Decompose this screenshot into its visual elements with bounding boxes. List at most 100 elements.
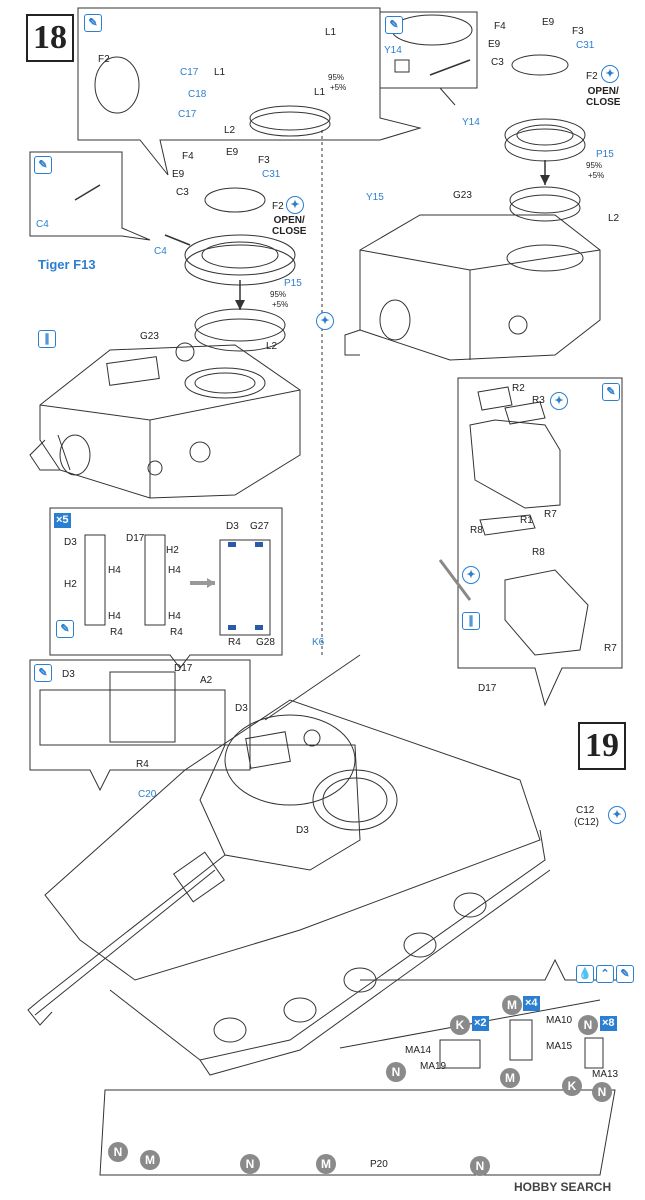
part-label: C17	[180, 67, 199, 78]
part-label: D17	[126, 533, 145, 544]
cut-icon: ⌃	[596, 965, 614, 983]
tank-hull	[44, 699, 541, 981]
part-label: R1	[520, 515, 533, 526]
qty-badge: ×4	[523, 996, 540, 1011]
sprue-marker-m: M	[500, 1068, 520, 1088]
part-label: H4	[168, 611, 181, 622]
callout-box-tracks	[49, 507, 283, 669]
part-label: R7	[604, 643, 617, 654]
part-label: C4	[154, 246, 167, 257]
sprue-marker-k: K	[450, 1015, 470, 1035]
part-label: Y15	[366, 192, 384, 203]
sprue-marker-n: N	[108, 1142, 128, 1162]
callout-box-top	[77, 7, 422, 176]
rotate-icon: ✦	[550, 392, 568, 410]
step-number-19: 19	[578, 722, 626, 770]
part-label: C3	[491, 57, 504, 68]
rotate-icon: ✦	[286, 196, 304, 214]
paint-ratio: +5%	[330, 83, 347, 92]
part-label: A2	[200, 675, 213, 686]
rotate-icon: ✦	[462, 566, 480, 584]
paint-icon: ✎	[616, 965, 634, 983]
part-label: L2	[266, 341, 278, 352]
part-label: MA10	[546, 1015, 573, 1026]
part-label: H2	[64, 579, 77, 590]
part-label: C3	[176, 187, 189, 198]
variant-title: Tiger F13	[38, 257, 96, 272]
part-label: H2	[166, 545, 179, 556]
part-label: G23	[140, 331, 159, 342]
part-label: C20	[138, 789, 157, 800]
part-label: (C12)	[574, 817, 600, 828]
part-label: D3	[62, 669, 75, 680]
part-label: R4	[228, 637, 241, 648]
part-label: P15	[284, 278, 302, 289]
part-label: MA14	[405, 1045, 432, 1056]
part-label: P15	[596, 149, 614, 160]
paint-ratio: 95%	[328, 73, 345, 82]
watermark-logo: HOBBY SEARCH	[514, 1180, 612, 1194]
part-label: D3	[64, 537, 77, 548]
part-label: R3	[532, 395, 545, 406]
qty-badge: ×2	[472, 1016, 489, 1031]
part-label: L1	[325, 27, 337, 38]
part-label: L1	[214, 67, 226, 78]
paint-icon: ✎	[34, 664, 52, 682]
part-label: Y14	[384, 45, 402, 56]
part-label: D17	[174, 663, 193, 674]
paint-icon: ✎	[56, 620, 74, 638]
part-label: R7	[544, 509, 557, 520]
sprue-marker-n: N	[240, 1154, 260, 1174]
sprue-marker-n: N	[386, 1062, 406, 1082]
part-label: C17	[178, 109, 197, 120]
part-label: H4	[168, 565, 181, 576]
part-label: F4	[182, 151, 194, 162]
rotate-icon: ✦	[601, 65, 619, 83]
sprue-marker-n: N	[578, 1015, 598, 1035]
part-label: L2	[224, 125, 236, 136]
callout-box-c4	[29, 151, 151, 241]
part-label: F2	[272, 201, 284, 212]
part-label: E9	[226, 147, 239, 158]
part-label: D17	[478, 683, 497, 694]
rotate-icon: ✦	[608, 806, 626, 824]
paint-ratio: 95%	[586, 161, 603, 170]
sprue-marker-m: M	[502, 995, 522, 1015]
part-label: C18	[188, 89, 207, 100]
part-label: C4	[36, 219, 49, 230]
part-label: MA19	[420, 1061, 447, 1072]
part-label: L1	[314, 87, 326, 98]
step-number-18: 18	[26, 14, 74, 62]
open-close-label: OPEN/ CLOSE	[586, 86, 621, 108]
glue-icon: ∥	[462, 612, 480, 630]
part-label: F2	[586, 71, 598, 82]
paint-icon: ✎	[34, 156, 52, 174]
rotate-icon: ✦	[316, 312, 334, 330]
part-label: E9	[172, 169, 185, 180]
part-label: R4	[170, 627, 183, 638]
part-label: C31	[576, 40, 595, 51]
callout-box-step19	[29, 659, 251, 792]
part-label: L2	[608, 213, 620, 224]
paint-icon: ✎	[602, 383, 620, 401]
sprue-marker-m: M	[140, 1150, 160, 1170]
part-label: Y14	[462, 117, 480, 128]
part-label: P20	[370, 1159, 388, 1170]
part-label: G28	[256, 637, 275, 648]
part-label: R8	[470, 525, 483, 536]
part-label: R8	[532, 547, 545, 558]
part-label: D3	[235, 703, 248, 714]
qty-badge: ×8	[600, 1016, 617, 1031]
sprue-marker-n: N	[470, 1156, 490, 1176]
part-label: G23	[453, 190, 472, 201]
part-label: R4	[136, 759, 149, 770]
callout-box-hatch	[457, 377, 623, 707]
part-label: MA15	[546, 1041, 573, 1052]
part-label: F3	[572, 26, 584, 37]
part-label: R4	[110, 627, 123, 638]
paint-icon: ✎	[385, 16, 403, 34]
part-label: D3	[226, 521, 239, 532]
qty-badge: ×5	[54, 513, 71, 528]
part-label: H4	[108, 565, 121, 576]
